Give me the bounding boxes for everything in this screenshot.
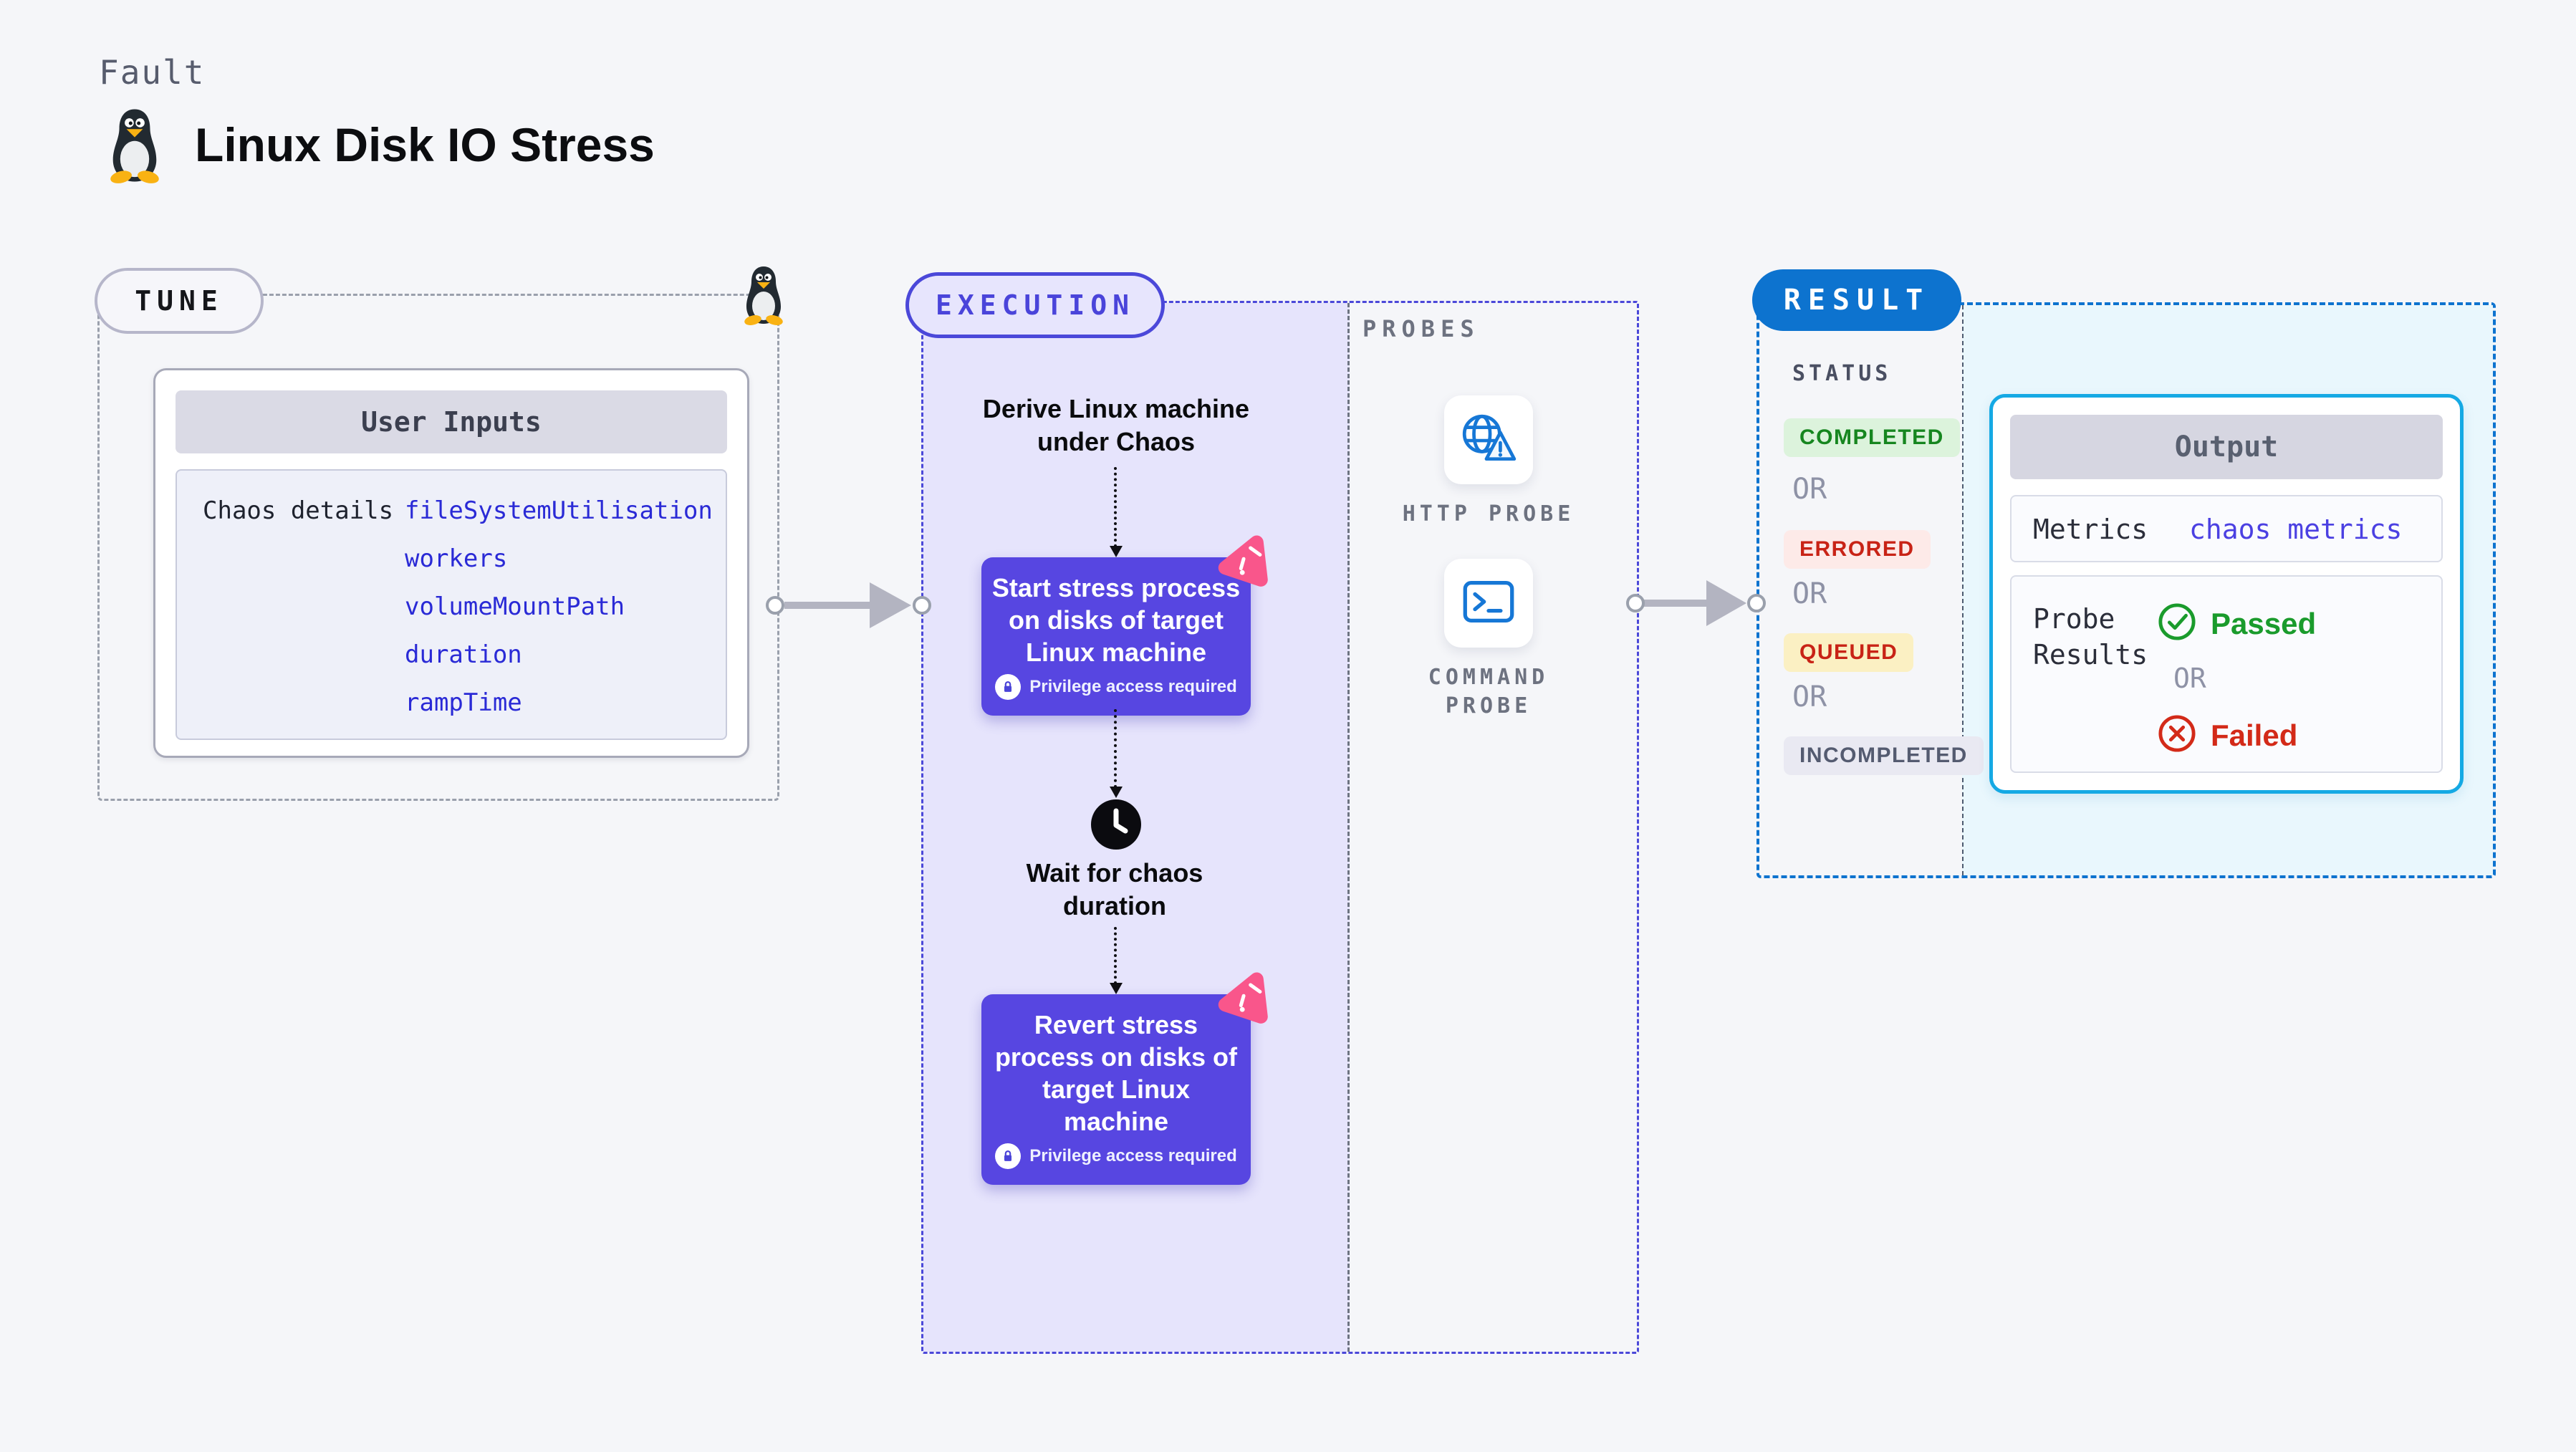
step-label: Revert stress process on disks of target…: [994, 1010, 1238, 1136]
or-separator: OR: [2173, 663, 2206, 694]
or-separator: OR: [1792, 681, 1827, 713]
flow-arrow-down: [1110, 709, 1123, 798]
probe-results-label: Probe Results: [2033, 603, 2148, 670]
privilege-note-text: Privilege access required: [1029, 1146, 1237, 1165]
tux-penguin-icon: [105, 107, 165, 183]
http-probe-label: HTTP PROBE: [1402, 501, 1575, 527]
failed-label: Failed: [2211, 718, 2298, 752]
status-badge-queued: QUEUED: [1784, 633, 1914, 672]
metrics-row: Metrics chaos metrics: [2010, 495, 2443, 562]
passed-result: Passed: [2158, 602, 2316, 645]
status-title: STATUS: [1792, 361, 1892, 386]
chaos-input-list: fileSystemUtilisation workers volumeMoun…: [405, 496, 719, 736]
chaos-details-table: Chaos details fileSystemUtilisation work…: [176, 469, 727, 740]
tune-badge: TUNE: [95, 268, 264, 334]
or-separator: OR: [1792, 577, 1827, 610]
step-start-stress: Start stress process on disks of target …: [981, 557, 1251, 716]
status-badge-errored: ERRORED: [1784, 530, 1931, 569]
fault-eyebrow: Fault: [99, 53, 206, 92]
command-probe-label: COMMAND PROBE: [1428, 665, 1549, 718]
execution-badge: EXECUTION: [905, 272, 1165, 338]
probes-title: PROBES: [1363, 315, 1480, 342]
flow-arrow-down: [1110, 467, 1123, 557]
chaos-input-item: workers: [405, 544, 508, 573]
check-circle-icon: [2158, 602, 2196, 645]
passed-label: Passed: [2211, 606, 2317, 640]
litmus-chaos-icon: [1215, 533, 1275, 590]
chaos-input-item: volumeMountPath: [405, 592, 625, 621]
privilege-note: Privilege access required: [987, 1143, 1245, 1169]
flow-arrow-down: [1110, 927, 1123, 994]
terminal-icon: [1461, 579, 1516, 628]
output-card: Output Metrics chaos metrics Probe Resul…: [1989, 394, 2464, 794]
user-inputs-card: User Inputs Chaos details fileSystemUtil…: [153, 368, 749, 758]
result-badge: RESULT: [1752, 269, 1961, 331]
litmus-chaos-icon: [1215, 970, 1275, 1027]
metrics-label: Metrics: [2033, 514, 2148, 545]
failed-result: Failed: [2158, 714, 2297, 756]
chaos-input-item: duration: [405, 640, 522, 669]
wait-duration-label: Wait for chaos duration: [1026, 858, 1203, 920]
status-badge-completed: COMPLETED: [1784, 418, 1960, 457]
step-revert-stress: Revert stress process on disks of target…: [981, 994, 1251, 1185]
privilege-note-text: Privilege access required: [1029, 677, 1237, 696]
or-separator: OR: [1792, 473, 1827, 506]
chaos-input-item: rampTime: [405, 688, 522, 717]
lock-icon: [995, 674, 1022, 700]
globe-alert-icon: [1458, 412, 1519, 468]
http-probe-card: [1444, 395, 1533, 484]
step-label: Start stress process on disks of target …: [991, 573, 1241, 667]
metrics-value: chaos metrics: [2189, 514, 2403, 545]
command-probe-card: [1444, 559, 1533, 648]
status-badge-incompleted: INCOMPLETED: [1784, 736, 1984, 775]
probe-results-row: Probe Results Passed OR F: [2010, 575, 2443, 773]
tune-section: [97, 294, 779, 801]
tux-penguin-icon: [741, 264, 787, 327]
clock-icon: [1090, 798, 1143, 851]
chaos-details-label: Chaos details: [203, 496, 394, 525]
output-title: Output: [2010, 415, 2443, 479]
derive-machine-label: Derive Linux machine under Chaos: [982, 394, 1250, 456]
chaos-input-item: fileSystemUtilisation: [405, 496, 713, 525]
privilege-note: Privilege access required: [987, 674, 1245, 700]
page-title: Linux Disk IO Stress: [195, 118, 655, 171]
lock-icon: [995, 1143, 1022, 1169]
user-inputs-title: User Inputs: [176, 390, 727, 453]
x-circle-icon: [2158, 714, 2196, 756]
